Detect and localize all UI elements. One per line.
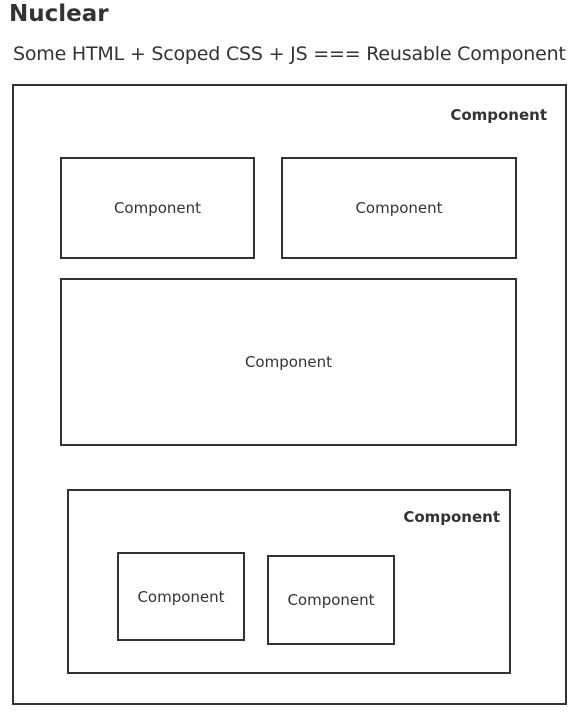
middle-wide-component-box: Component <box>60 278 517 446</box>
outer-component-label: Component <box>450 106 547 124</box>
page-title: Nuclear <box>9 1 109 27</box>
nested-right-child-component-label: Component <box>287 591 375 609</box>
middle-wide-component-label: Component <box>244 353 333 371</box>
top-right-component-label: Component <box>355 199 443 217</box>
page-subtitle: Some HTML + Scoped CSS + JS === Reusable… <box>13 43 566 65</box>
nested-left-child-component-box: Component <box>117 552 245 641</box>
top-left-component-label: Component <box>113 199 202 217</box>
nested-left-child-component-label: Component <box>137 587 225 606</box>
nested-right-child-component-box: Component <box>267 555 395 645</box>
top-right-component-box: Component <box>281 157 517 259</box>
nested-component-label: Component <box>403 508 500 526</box>
top-left-component-box: Component <box>60 157 255 259</box>
